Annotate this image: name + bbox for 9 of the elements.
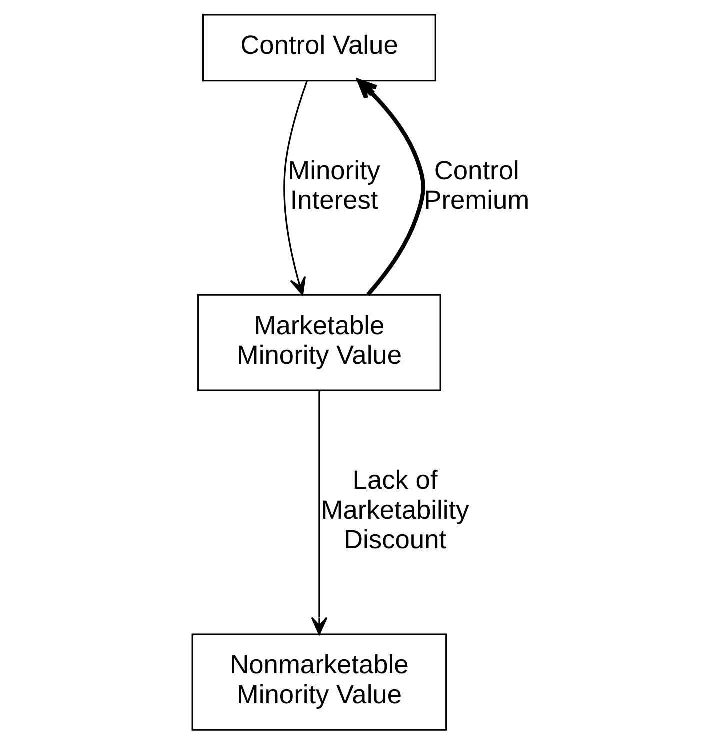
arrow — [310, 391, 328, 636]
node-box: Nonmarketable Minority Value — [191, 634, 447, 731]
node-box: Control Value — [202, 14, 436, 82]
edge-label: Lack of Marketability Discount — [320, 465, 469, 554]
node-box: Marketable Minority Value — [197, 294, 441, 392]
arrow — [283, 80, 308, 296]
arrow — [356, 79, 426, 296]
edge-label: Control Premium — [424, 155, 530, 216]
edge-label: Minority Interest — [288, 155, 380, 216]
